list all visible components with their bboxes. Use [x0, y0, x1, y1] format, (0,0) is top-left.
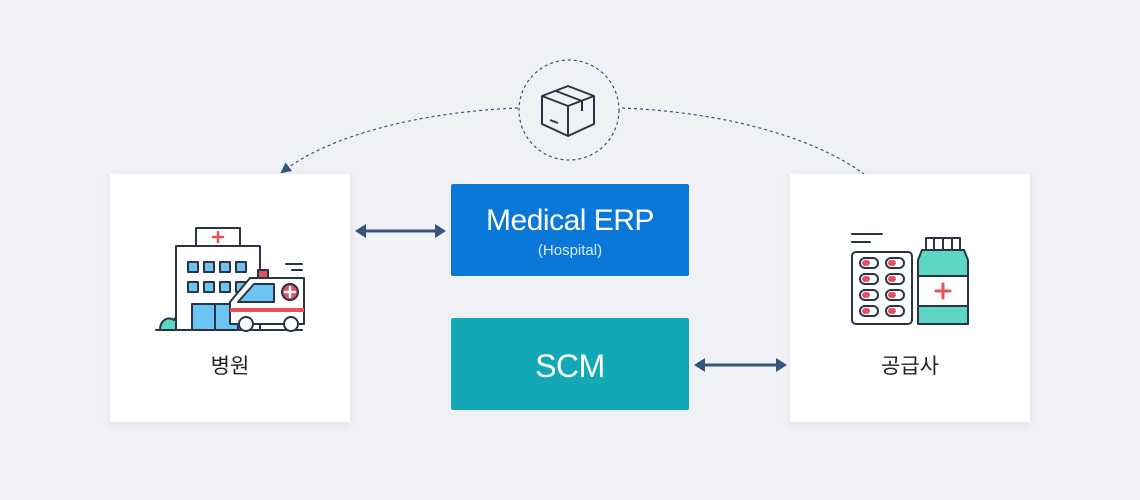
delivery-arc-right: [621, 107, 865, 175]
hospital-card: 병원: [110, 174, 350, 422]
supplier-card: 공급사: [790, 174, 1030, 422]
package-box-icon: [541, 85, 595, 137]
medical-erp-box: Medical ERP (Hospital): [451, 184, 689, 276]
supplier-label: 공급사: [881, 354, 939, 378]
scm-title: SCM: [535, 348, 605, 384]
erp-title: Medical ERP: [486, 204, 654, 237]
erp-subtitle: (Hospital): [537, 242, 603, 259]
hospital-label: 병원: [210, 354, 250, 378]
scm-box: SCM: [451, 318, 689, 410]
medicine-pills-icon: [851, 233, 969, 325]
hospital-erp-arrow: [355, 224, 446, 238]
scm-supplier-arrow: [694, 358, 787, 372]
hospital-ambulance-icon: [155, 227, 305, 332]
delivery-arc-left: [280, 107, 519, 174]
